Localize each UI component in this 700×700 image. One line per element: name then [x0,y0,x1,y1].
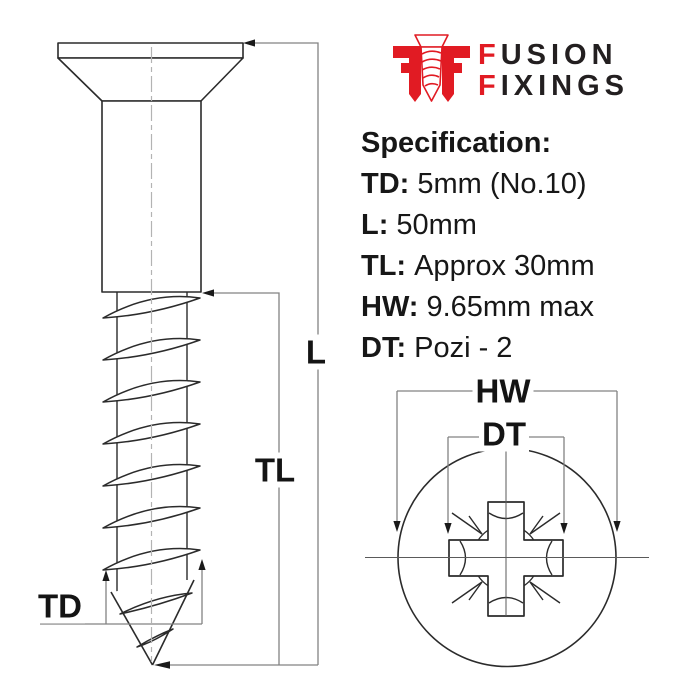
spec-row-hw: HW:9.65mm max [361,287,595,328]
dim-label-tl: TL [251,452,299,488]
fusion-fixings-logo: FUSION FIXINGS [393,33,629,112]
logo-line2-initial: F [478,70,501,102]
tip-extension-line [154,661,318,669]
logo-line2-rest: IXINGS [500,70,630,102]
screw-head-profile [57,42,244,102]
spec-row-tl: TL:Approx 30mm [361,246,595,287]
dim-label-td: TD [35,588,85,624]
ff-screw-logo-icon [393,34,470,102]
dim-label-l: L [302,334,330,370]
spec-label: TD: [361,168,410,200]
dimension-tl-line [202,289,280,665]
logo-line2: FIXINGS [478,71,629,102]
spec-label: L: [361,209,389,241]
screw-tip [110,579,195,666]
specification-heading: Specification: [361,127,552,159]
logo-line1-rest: USION [500,39,618,71]
dim-label-dt: DT [479,416,529,452]
pozi-tick-marks [451,512,561,604]
dimension-td-line [40,559,206,625]
spec-value: 5mm (No.10) [417,168,587,200]
side-view-dimensions [40,39,319,669]
logo-line1: FUSION [478,40,629,71]
dimension-l-line [243,39,319,665]
front-view-center-lines [365,441,649,616]
logo-right-f [442,46,470,102]
spec-value: 9.65mm max [426,291,595,323]
logo-wordmark: FUSION FIXINGS [478,40,629,112]
screw-side-view [57,42,244,666]
specification-block: Specification: TD:5mm (No.10) L:50mm TL:… [361,123,595,369]
spec-row-dt: DT:Pozi - 2 [361,328,595,369]
spec-row-l: L:50mm [361,205,595,246]
spec-label: HW: [361,291,419,323]
spec-value: 50mm [396,209,477,241]
logo-left-f [393,46,421,102]
spec-label: TL: [361,250,407,282]
logo-screw-glyph [414,34,449,102]
spec-label: DT: [361,332,407,364]
spec-row-td: TD:5mm (No.10) [361,164,595,205]
logo-line1-initial: F [478,39,501,71]
dim-label-hw: HW [472,373,534,409]
spec-value: Pozi - 2 [414,332,513,364]
spec-value: Approx 30mm [414,250,595,282]
